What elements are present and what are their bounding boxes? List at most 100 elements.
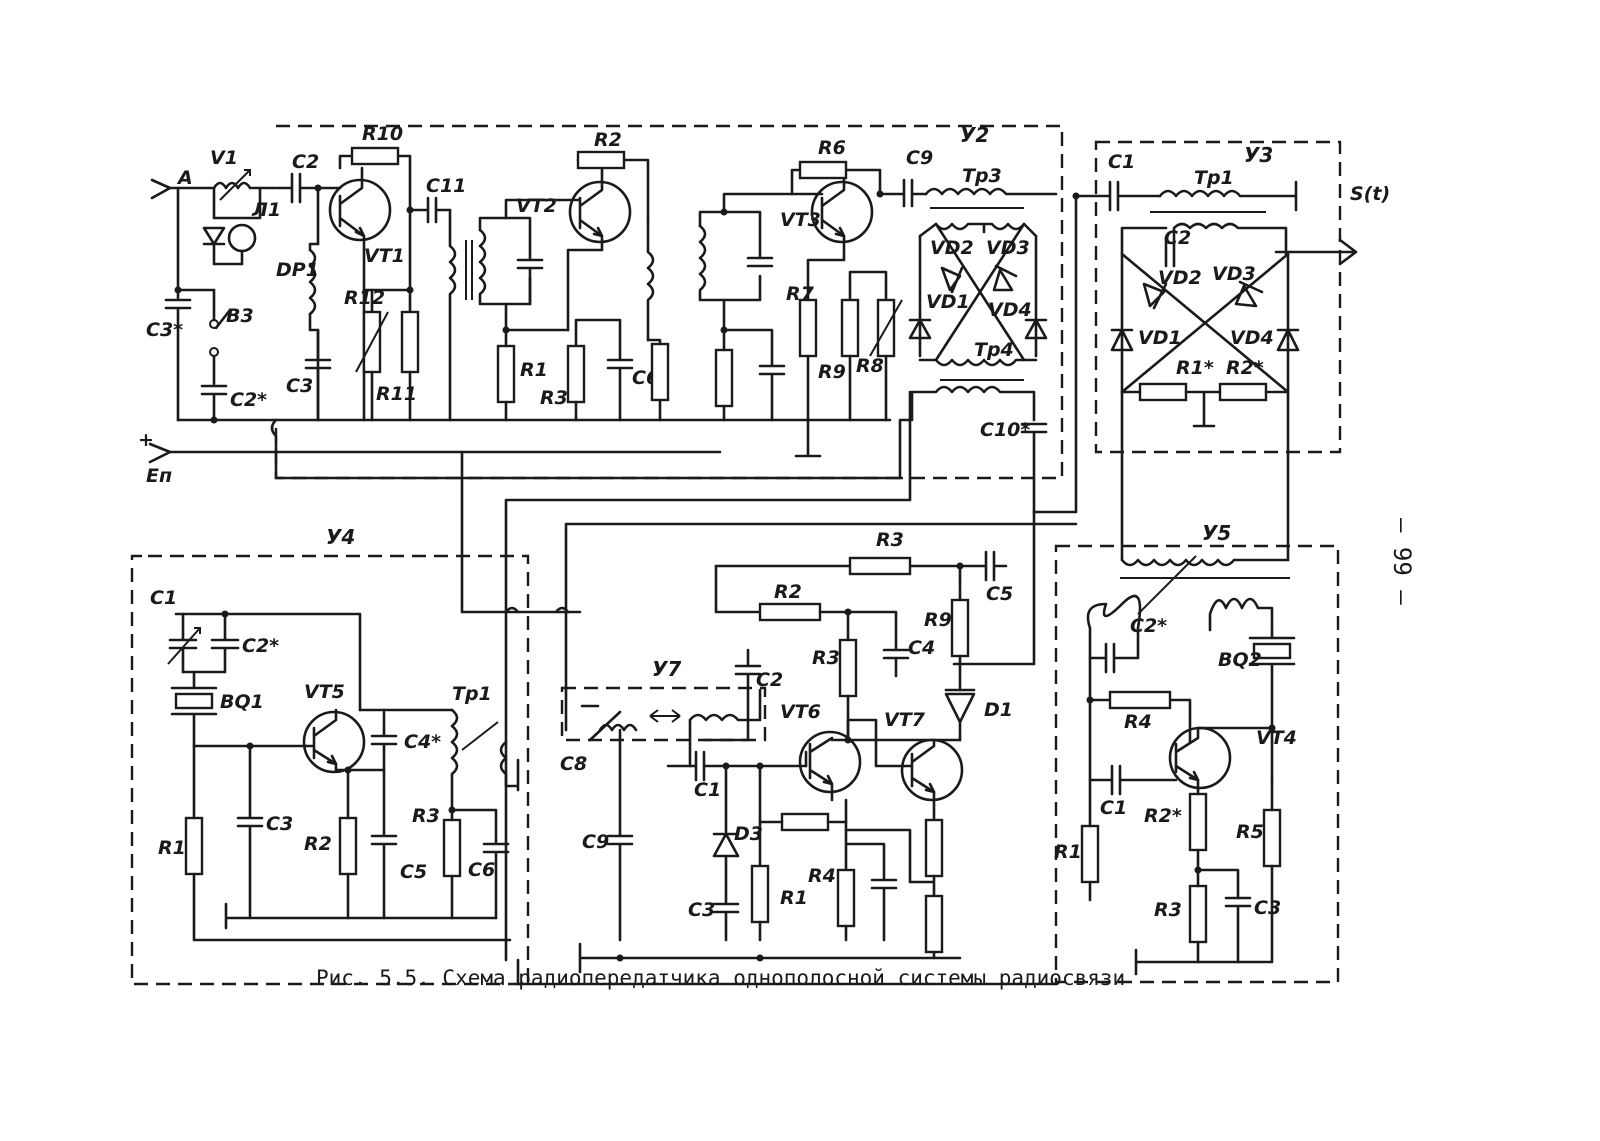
u5-R1-label: R1: [1054, 841, 1082, 863]
modulator-diode-VD1: [908, 318, 932, 340]
u3-VD3-label: VD3: [1212, 263, 1256, 285]
Tr3-label: Tp3: [962, 165, 1002, 187]
VT2-transistor: [568, 180, 632, 244]
amplifier-central: R3 C5 R2 C4 R3 R9 D1 C2 C8 C9 C1 D3: [560, 529, 1013, 974]
u5-transformer-primary: [1120, 558, 1290, 567]
R1-resistor: [496, 344, 516, 404]
C3-label: C3: [286, 375, 313, 397]
C10s-label: C10*: [980, 419, 1030, 441]
B3-label: B3: [226, 305, 254, 327]
BQ1-crystal: [174, 692, 214, 710]
u5-R4-label: R4: [1124, 711, 1152, 733]
m-R2-resistor: [758, 602, 822, 622]
u4-C1-label: C1: [150, 587, 177, 609]
u3-diode-VD4: [1276, 328, 1300, 352]
u5-R1-resistor: [1080, 824, 1100, 884]
u5-R2s-resistor: [1188, 792, 1208, 852]
L1-label: Л1: [251, 199, 281, 221]
u5-R2s-label: R2*: [1144, 805, 1182, 827]
Tr4-primary: [918, 358, 1038, 367]
Tr3-secondary: [934, 222, 1026, 231]
m-C1-label: C1: [694, 779, 721, 801]
modulator-u3: C1 Tp1 C2 S(t) VD2 VD3 VD1 VD4 R1* R2*: [1032, 151, 1390, 562]
u5-R3-resistor: [1188, 884, 1208, 944]
m-R2-label: R2: [774, 581, 802, 603]
u4-R2-label: R2: [304, 833, 332, 855]
Tr3-primary: [924, 187, 1058, 196]
R3-label: R3: [540, 387, 568, 409]
VT5-transistor: [302, 710, 366, 774]
antenna-arrow: [150, 178, 172, 200]
input-diode: [202, 226, 226, 246]
u4-R1-resistor: [184, 816, 204, 876]
u3-diode-VD1: [1110, 328, 1134, 352]
BQ1-label: BQ1: [220, 691, 264, 713]
m-R4-resistor: [836, 868, 856, 928]
stage-vt3: VT3 R6 R7 R9 R8 C9: [698, 137, 933, 458]
coupling-coil-1: [448, 208, 457, 422]
VT1-transistor: [328, 178, 392, 242]
block-u5-label: У5: [1202, 521, 1231, 545]
C2-label: C2: [292, 151, 319, 173]
u4-R3-label: R3: [412, 805, 440, 827]
C3s-label: C3*: [146, 319, 183, 341]
R2-resistor: [576, 150, 626, 170]
modulator-diode-VD2: [940, 266, 964, 294]
u3-C2-label: C2: [1164, 227, 1191, 249]
D3-label: D3: [734, 823, 763, 845]
C2s-label: C2*: [230, 389, 267, 411]
u4-C4s-label: C4*: [404, 731, 441, 753]
stage-vt2: VT2 R1 R2 R3 C6: [478, 129, 670, 422]
VD4-label: VD4: [988, 299, 1032, 321]
junction-dots: [314, 184, 1276, 962]
block-u5-outline: [1054, 544, 1340, 984]
u3-VD2-label: VD2: [1158, 267, 1202, 289]
u5-C2s-label: C2*: [1130, 615, 1167, 637]
m-R3top-resistor: [848, 556, 912, 576]
block-u3-outline: [1094, 140, 1342, 454]
block-u7-outline: [560, 686, 767, 742]
VT6-label: VT6: [780, 701, 821, 723]
u5-R4-resistor: [1108, 690, 1172, 710]
R10-resistor: [350, 146, 400, 166]
m-C9-label: C9: [582, 831, 609, 853]
VT7-label: VT7: [884, 709, 926, 731]
u5-C3-label: C3: [1254, 897, 1281, 919]
D1-label: D1: [984, 699, 1013, 721]
antenna-label: А: [176, 167, 193, 189]
u4-C2s-label: C2*: [242, 635, 279, 657]
VT1-label: VT1: [364, 245, 405, 267]
oscillator-u4: C1 C2* BQ1 C3 R1 VT5 C4* R2 C5 Tp1: [150, 587, 520, 942]
stage-vt1: DP1 C3 VT1 R10 C11 R12 R11: [276, 123, 473, 422]
R1-label: R1: [520, 359, 548, 381]
coupling-coil-2: [646, 216, 655, 342]
m-R1-resistor: [750, 864, 770, 924]
u3-VD1-label: VD1: [1138, 327, 1182, 349]
figure-caption: Рис. 5.5. Схема радиопередатчика однопол…: [316, 966, 1126, 990]
Tr4-secondary: [910, 385, 1036, 422]
modulator-diode-VD3: [992, 264, 1018, 292]
V1-label: V1: [210, 147, 238, 169]
R10-label: R10: [362, 123, 403, 145]
u4-R3-resistor: [442, 818, 462, 878]
block-u7-label: У7: [652, 657, 681, 681]
R11-label: R11: [376, 383, 417, 405]
u3-R2s-resistor: [1218, 382, 1268, 402]
output-label: S(t): [1350, 183, 1390, 205]
L1-lamp: [227, 223, 257, 253]
m-R4-label: R4: [808, 865, 836, 887]
block-u2-label: У2: [960, 123, 989, 147]
u4-Tr1-secondary: [499, 740, 520, 792]
R8-label: R8: [856, 355, 884, 377]
u4-C3-label: C3: [266, 813, 293, 835]
Tr4-label: Tp4: [974, 339, 1014, 361]
u3-R1s-label: R1*: [1176, 357, 1214, 379]
VT4-label: VT4: [1256, 727, 1297, 749]
block-u3-label: У3: [1244, 143, 1273, 167]
m-C5-label: C5: [986, 583, 1013, 605]
R6-label: R6: [818, 137, 846, 159]
VT3-transistor: [810, 180, 874, 244]
u4-R1-label: R1: [158, 837, 186, 859]
R7-resistor: [798, 298, 818, 358]
